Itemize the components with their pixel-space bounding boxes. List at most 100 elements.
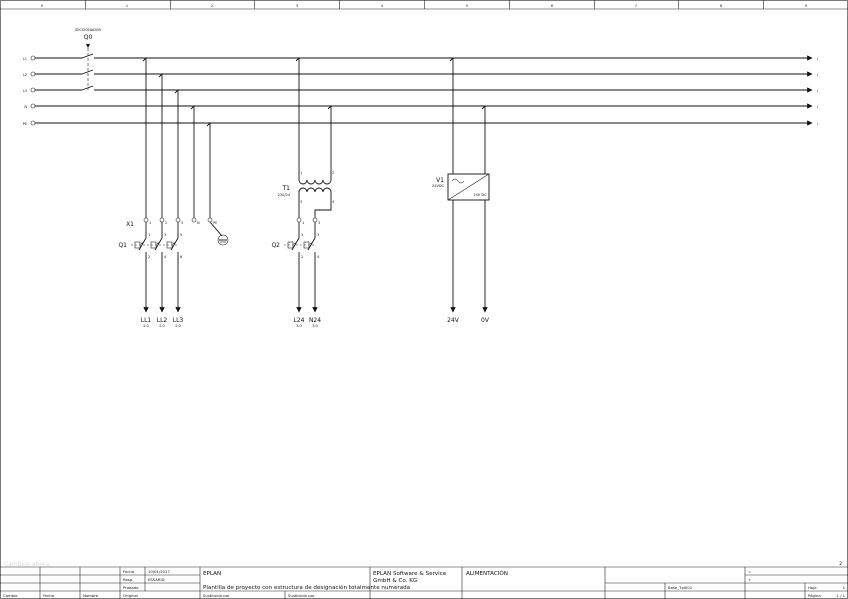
svg-text:2: 2 [165, 221, 167, 225]
tb-resp-value: ESSARID [148, 577, 165, 582]
tb-company-line2: GmbH & Co. KG [373, 578, 417, 584]
svg-text:L2: L2 [23, 73, 27, 77]
svg-text:3: 3 [300, 200, 302, 204]
earth-icon [217, 234, 229, 246]
svg-text:1: 1 [300, 171, 302, 175]
transformer-t1-rating: 230/24 [278, 193, 291, 197]
output-ref: 2.0 [175, 324, 181, 328]
main-switch-tag: Q0 [84, 34, 93, 41]
output-ref: 2.0 [143, 324, 149, 328]
output-label: N24 [309, 317, 321, 324]
svg-text:/: / [817, 122, 819, 126]
rail-n: N / [24, 103, 819, 109]
column-ruler: 0 1 2 3 4 5 6 7 8 9 [0, 0, 848, 10]
tb-cambio: Cambio [3, 593, 18, 598]
svg-text:1: 1 [302, 221, 304, 225]
svg-text:1: 1 [148, 233, 150, 237]
tb-company-line1: EPLAN Software & Service [373, 571, 447, 577]
feeder-q1: X1 1 2 3 N PE 1 3 5 Q1 [118, 57, 229, 313]
svg-text:24V DC: 24V DC [473, 193, 487, 197]
page-corner-number: 2 [839, 561, 842, 567]
svg-text:/: / [817, 73, 819, 77]
column-number: 4 [381, 4, 384, 8]
column-number: 8 [720, 4, 722, 8]
rail-pe: PE / [23, 120, 819, 126]
feeder-t1: 1 2 T1 230/24 3 4 1 3 1 3 Q2 [271, 57, 335, 313]
rail-l1: L1 / [23, 53, 819, 61]
output-label: 0V [481, 317, 490, 324]
tb-sustituido-por: Sustituido por [203, 593, 230, 598]
supply-rails: L1 / L2 / L3 / N / [23, 44, 819, 126]
tb-project-desc: Plantilla de proyecto con estructura de … [203, 584, 410, 591]
svg-text:N: N [24, 105, 27, 109]
output-ref: 2.0 [159, 324, 165, 328]
column-number: 1 [126, 4, 128, 8]
svg-text:2: 2 [332, 171, 334, 175]
breaker-q2-tag: Q2 [271, 242, 280, 249]
column-number: 2 [211, 4, 213, 8]
svg-text:4: 4 [164, 255, 167, 259]
tb-probado-label: Probado [123, 585, 139, 590]
column-number: 5 [466, 4, 468, 8]
tb-eq: = [748, 569, 751, 574]
output-ref: 3.0 [296, 324, 302, 328]
output-ref: 3.0 [312, 324, 318, 328]
tb-original-label: Original [123, 593, 138, 598]
rail-l2: L2 / [23, 69, 819, 77]
breaker-q1-tag: Q1 [118, 242, 127, 249]
svg-text:3: 3 [164, 233, 166, 237]
tb-fecha2: Fecha [43, 593, 54, 598]
svg-text:6: 6 [180, 255, 182, 259]
column-number: 7 [635, 4, 637, 8]
tb-page-title: ALIMENTACIÓN [466, 570, 508, 577]
tb-hoja-value: 1 [843, 585, 846, 590]
terminal-x1-tag: X1 [126, 221, 134, 228]
output-label: L24 [294, 317, 305, 324]
svg-text:L1: L1 [23, 57, 27, 61]
output-labels: LL1 2.0 LL2 2.0 LL3 2.0 L24 3.0 N24 3.0 … [141, 317, 490, 328]
svg-text:3: 3 [317, 233, 319, 237]
main-switch-title: SECCIONADOR [75, 28, 102, 32]
column-number: 3 [296, 4, 298, 8]
svg-text:/: / [817, 57, 819, 61]
tb-nombre: Nombre [83, 593, 99, 598]
tb-hoja-label: Hoja [808, 585, 817, 590]
output-label: LL2 [157, 317, 168, 324]
tb-plus: + [748, 577, 751, 582]
tb-pagina-label: Página [808, 593, 821, 598]
svg-text:4: 4 [317, 255, 320, 259]
tb-pagina-value: 1 / 1 [836, 593, 845, 598]
column-number: 9 [805, 4, 807, 8]
tb-drawing-no: Base_Tpl001 [668, 585, 693, 590]
svg-text:L3: L3 [23, 89, 27, 93]
breaker-q2-symbol [284, 237, 316, 251]
svg-text:N: N [197, 221, 200, 225]
svg-text:3: 3 [181, 221, 183, 225]
tb-company-short: EPLAN [203, 571, 221, 577]
transformer-t1-symbol [298, 176, 332, 196]
column-number: 0 [41, 4, 43, 8]
svg-text:PE: PE [23, 122, 27, 126]
rail-l3: L3 / [23, 85, 819, 93]
title-block: Fecha 10/01/2017 Resp. ESSARID Probado O… [0, 561, 848, 599]
svg-text:/: / [817, 105, 819, 109]
power-supply-v1-tag: V1 [436, 177, 444, 184]
power-supply-v1-box [447, 173, 490, 201]
column-number: 6 [551, 4, 553, 8]
svg-text:1: 1 [149, 221, 151, 225]
power-supply-v1-rating: 24VDC [432, 184, 445, 188]
feeder-v1: 24V DC V1 24VDC [432, 57, 490, 313]
tb-watermark: Cambios ahora [4, 561, 50, 568]
output-label: 24V [447, 317, 460, 324]
svg-text:1: 1 [301, 233, 303, 237]
breaker-q1-symbol [131, 237, 179, 251]
ac-symbol-icon [451, 178, 465, 184]
transformer-t1-tag: T1 [282, 185, 291, 192]
tb-sustituye-a: Sustituido por [288, 593, 315, 598]
svg-text:3: 3 [318, 221, 320, 225]
svg-text:5: 5 [180, 233, 182, 237]
svg-text:2: 2 [148, 255, 150, 259]
svg-text:2: 2 [301, 255, 303, 259]
svg-text:PE: PE [213, 221, 217, 225]
